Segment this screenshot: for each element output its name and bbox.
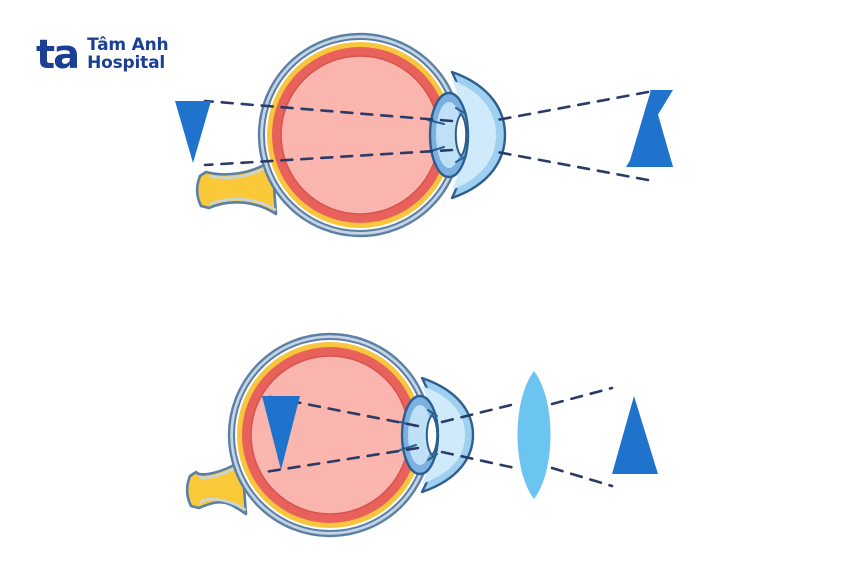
anterior-segment [399,376,475,494]
light-rays [203,90,650,182]
logo-line-hospital: Hospital [87,53,165,73]
retinal-image-triangle [175,101,211,163]
eyeball-globe [227,332,433,538]
corrected-eye-diagram [185,332,658,538]
logo-wordmark: Tâm Anh Hospital [87,35,169,73]
convex-corrective-lens [517,371,551,499]
external-object-triangle [612,396,658,474]
uncorrected-eye-diagram [175,32,673,238]
retinal-image-triangle [262,396,300,470]
anterior-segment [427,70,507,200]
eyeball-globe [257,32,463,238]
logo-line-tam-anh: Tâm Anh [87,35,169,56]
logo-mark-ta: ta [36,32,80,78]
hospital-logo: ta Tâm Anh Hospital [36,32,169,78]
